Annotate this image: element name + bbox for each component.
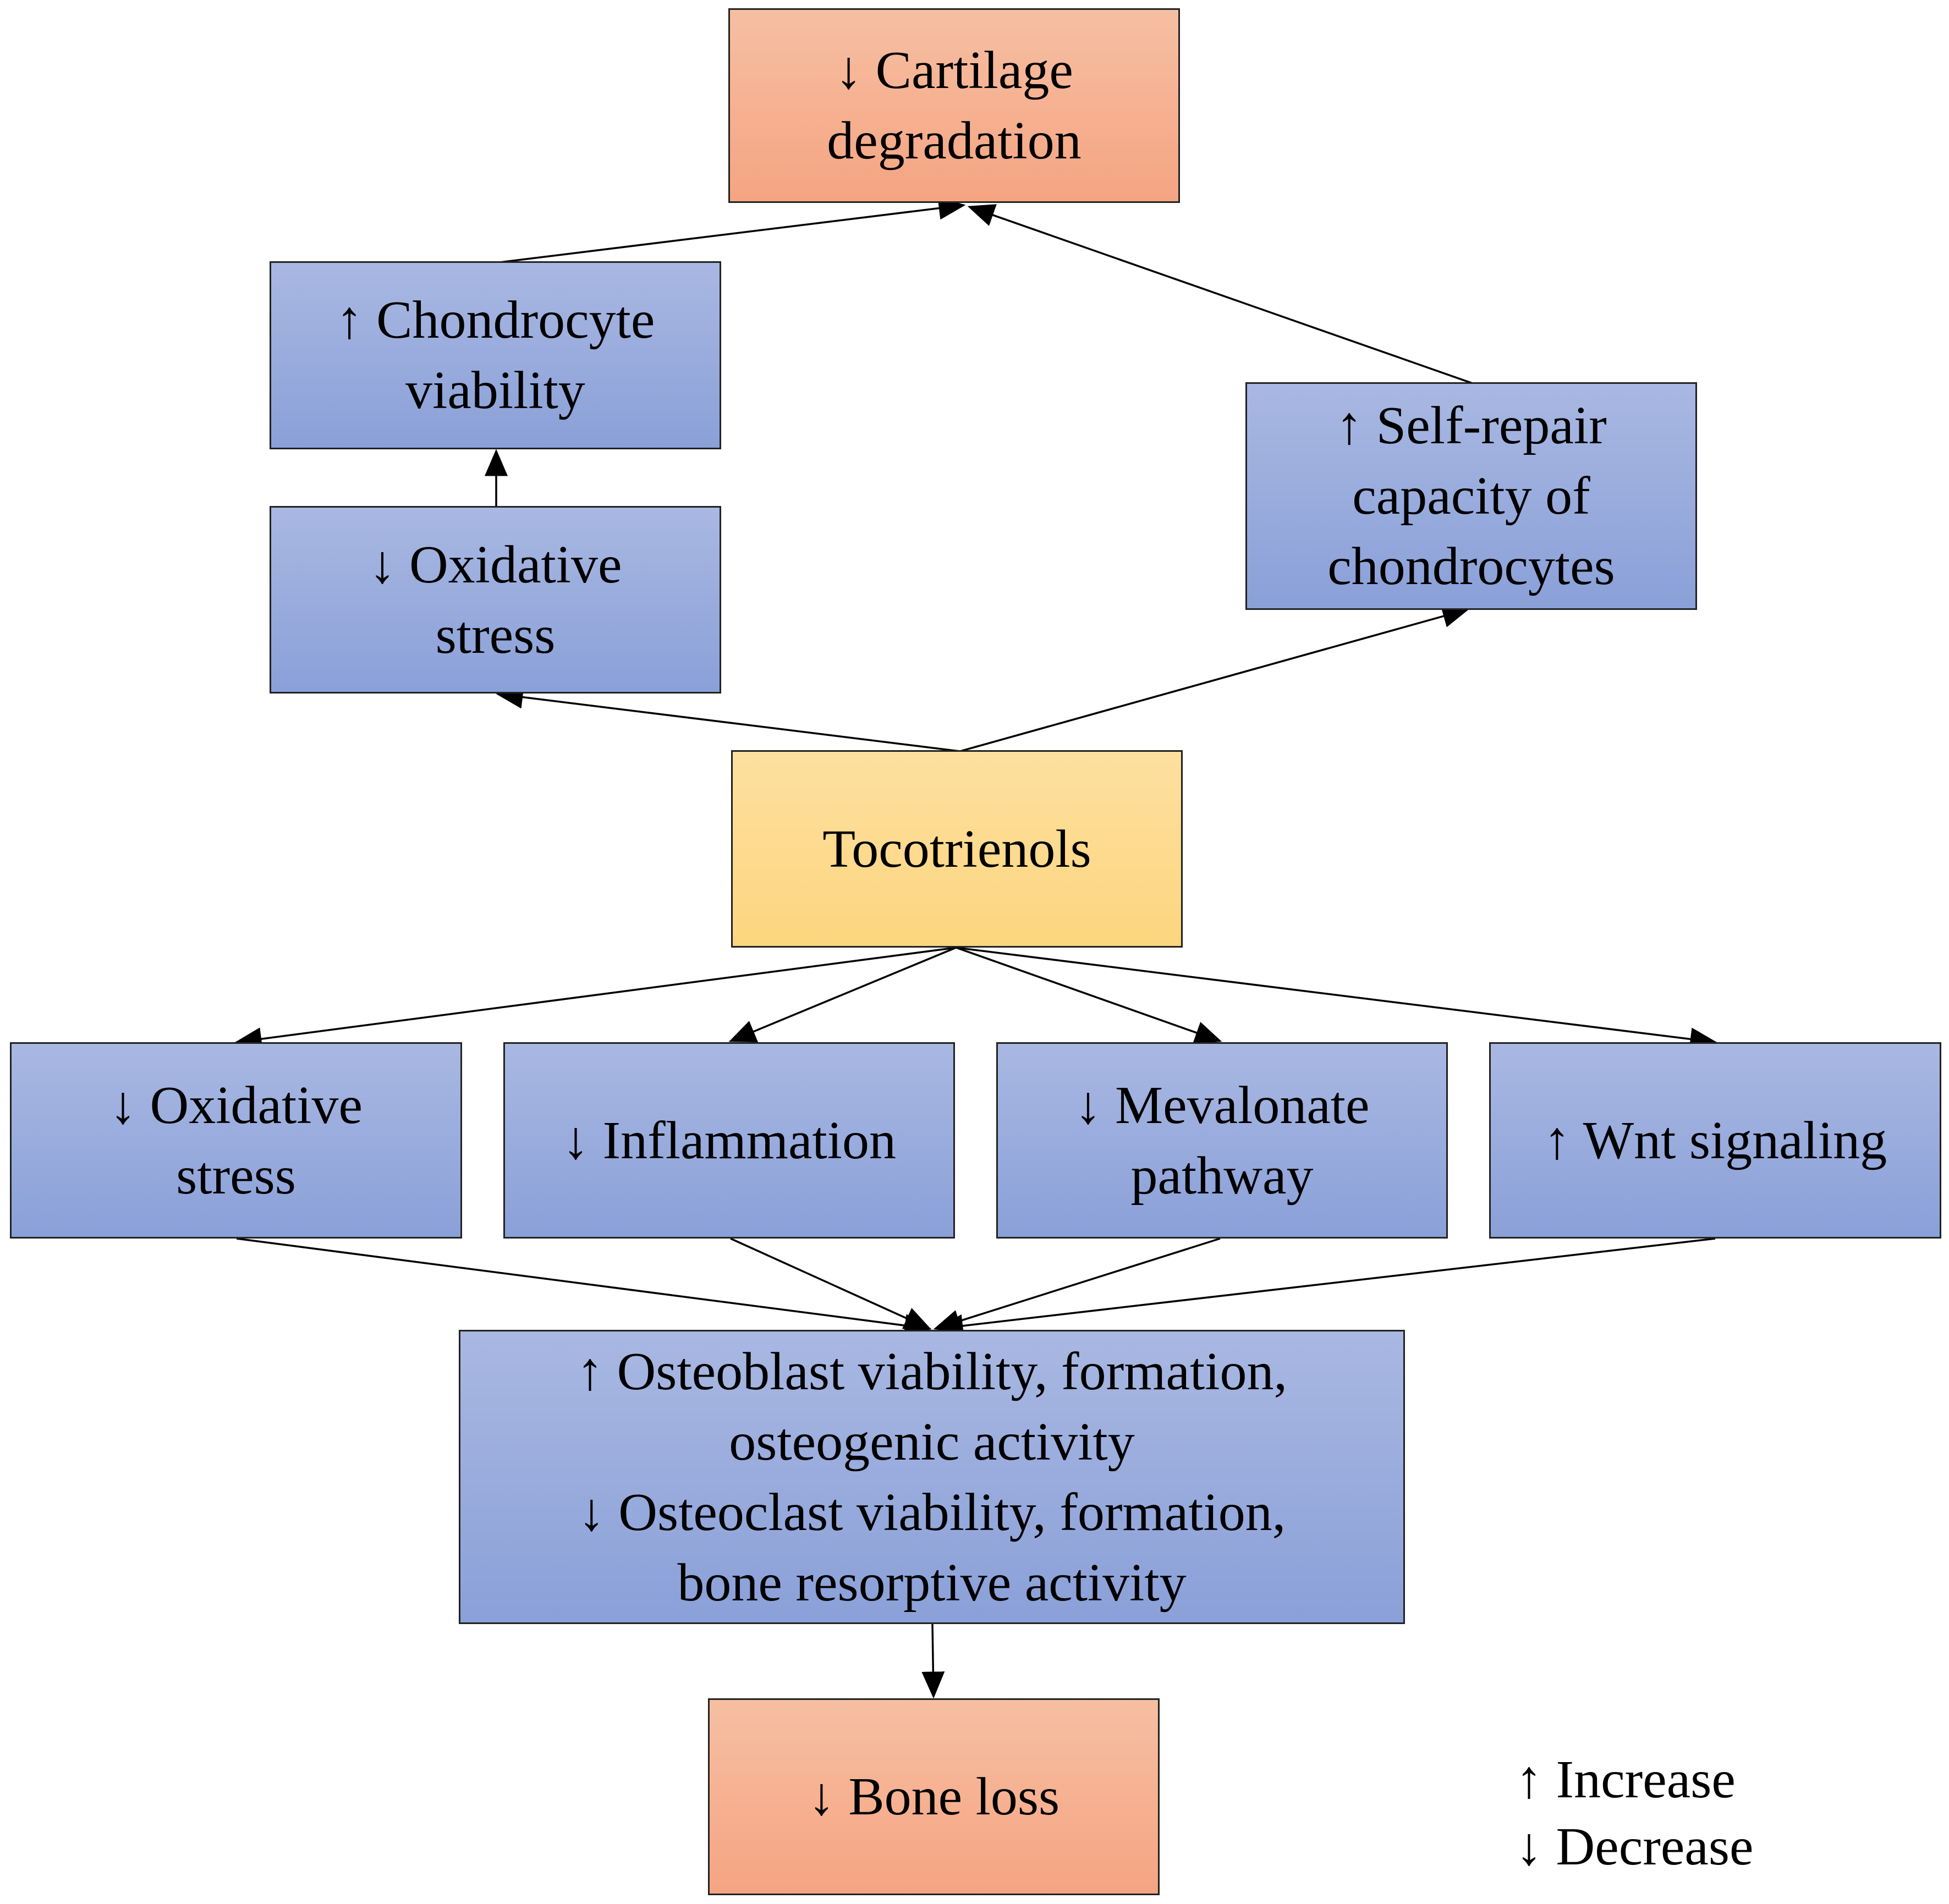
- tocotrienols-box: Tocotrienols: [731, 750, 1183, 948]
- legend: ↑ Increase ↓ Decrease: [1516, 1746, 1754, 1880]
- arrow-selfrepair-to-cartilage: [967, 204, 1473, 384]
- arrow-tocotrienols-to-oxidative: [496, 685, 960, 752]
- chondrocyte-viability-line-2: viability: [405, 361, 585, 420]
- oxidative-stress-top-line-1: ↓ Oxidative: [369, 535, 622, 595]
- arrow-tocotrienols-to-inflammation: [728, 947, 957, 1042]
- arrow-wnt-to-osteo: [936, 1237, 1716, 1338]
- arrow-osteo-to-boneloss: [921, 1624, 945, 1699]
- arrow-mevalonate-to-osteo: [933, 1237, 1221, 1333]
- arrow-tocotrienols-to-mevalonate: [956, 947, 1222, 1044]
- arrow-inflammation-to-osteo: [730, 1237, 932, 1330]
- arrow-tocotrienols-to-selfrepair: [959, 605, 1470, 752]
- wnt-signaling-label: ↑ Wnt signaling: [1543, 1110, 1887, 1170]
- tocotrienols-label: Tocotrienols: [822, 819, 1091, 879]
- self-repair-line-1: ↑ Self-repair: [1336, 396, 1607, 455]
- oxidative-stress-top-line-2: stress: [435, 605, 556, 665]
- osteo-line-4: bone resorptive activity: [677, 1553, 1187, 1613]
- mevalonate-box: ↓ Mevalonate pathway: [996, 1042, 1448, 1239]
- osteo-line-2: osteogenic activity: [729, 1412, 1135, 1472]
- mevalonate-line-1: ↓ Mevalonate: [1074, 1075, 1370, 1135]
- bone-loss-label: ↓ Bone loss: [808, 1767, 1060, 1826]
- wnt-signaling-box: ↑ Wnt signaling: [1489, 1042, 1941, 1239]
- legend-decrease: ↓ Decrease: [1516, 1817, 1754, 1877]
- arrow-tocotrienols-to-oxidative-bottom: [234, 947, 957, 1050]
- cartilage-degradation-line-1: ↓ Cartilage: [835, 41, 1073, 100]
- oxidative-stress-top-box: ↓ Oxidative stress: [270, 506, 721, 694]
- oxidative-stress-bottom-line-1: ↓ Oxidative: [109, 1075, 363, 1135]
- inflammation-box: ↓ Inflammation: [503, 1042, 955, 1239]
- mevalonate-line-2: pathway: [1130, 1146, 1314, 1206]
- oxidative-stress-bottom-box: ↓ Oxidative stress: [10, 1042, 462, 1239]
- chondrocyte-viability-box: ↑ Chondrocyte viability: [270, 261, 721, 449]
- arrow-oxidative-to-osteo: [236, 1237, 932, 1337]
- inflammation-label: ↓ Inflammation: [562, 1110, 896, 1170]
- osteo-line-1: ↑ Osteoblast viability, formation,: [577, 1341, 1287, 1401]
- arrow-tocotrienols-to-wnt: [956, 947, 1717, 1051]
- osteo-activity-box: ↑ Osteoblast viability, formation, osteo…: [459, 1330, 1405, 1624]
- oxidative-stress-bottom-line-2: stress: [176, 1146, 296, 1206]
- cartilage-degradation-box: ↓ Cartilage degradation: [728, 8, 1180, 203]
- self-repair-line-3: chondrocytes: [1327, 537, 1615, 596]
- legend-increase: ↑ Increase: [1516, 1750, 1736, 1809]
- chondrocyte-viability-line-1: ↑ Chondrocyte: [336, 290, 655, 350]
- self-repair-line-2: capacity of: [1352, 466, 1590, 526]
- self-repair-box: ↑ Self-repair capacity of chondrocytes: [1245, 382, 1697, 610]
- osteo-line-3: ↓ Osteoclast viability, formation,: [578, 1482, 1286, 1542]
- arrow-chondrocyte-to-cartilage: [495, 196, 966, 264]
- cartilage-degradation-line-2: degradation: [827, 111, 1081, 170]
- bone-loss-box: ↓ Bone loss: [708, 1698, 1160, 1895]
